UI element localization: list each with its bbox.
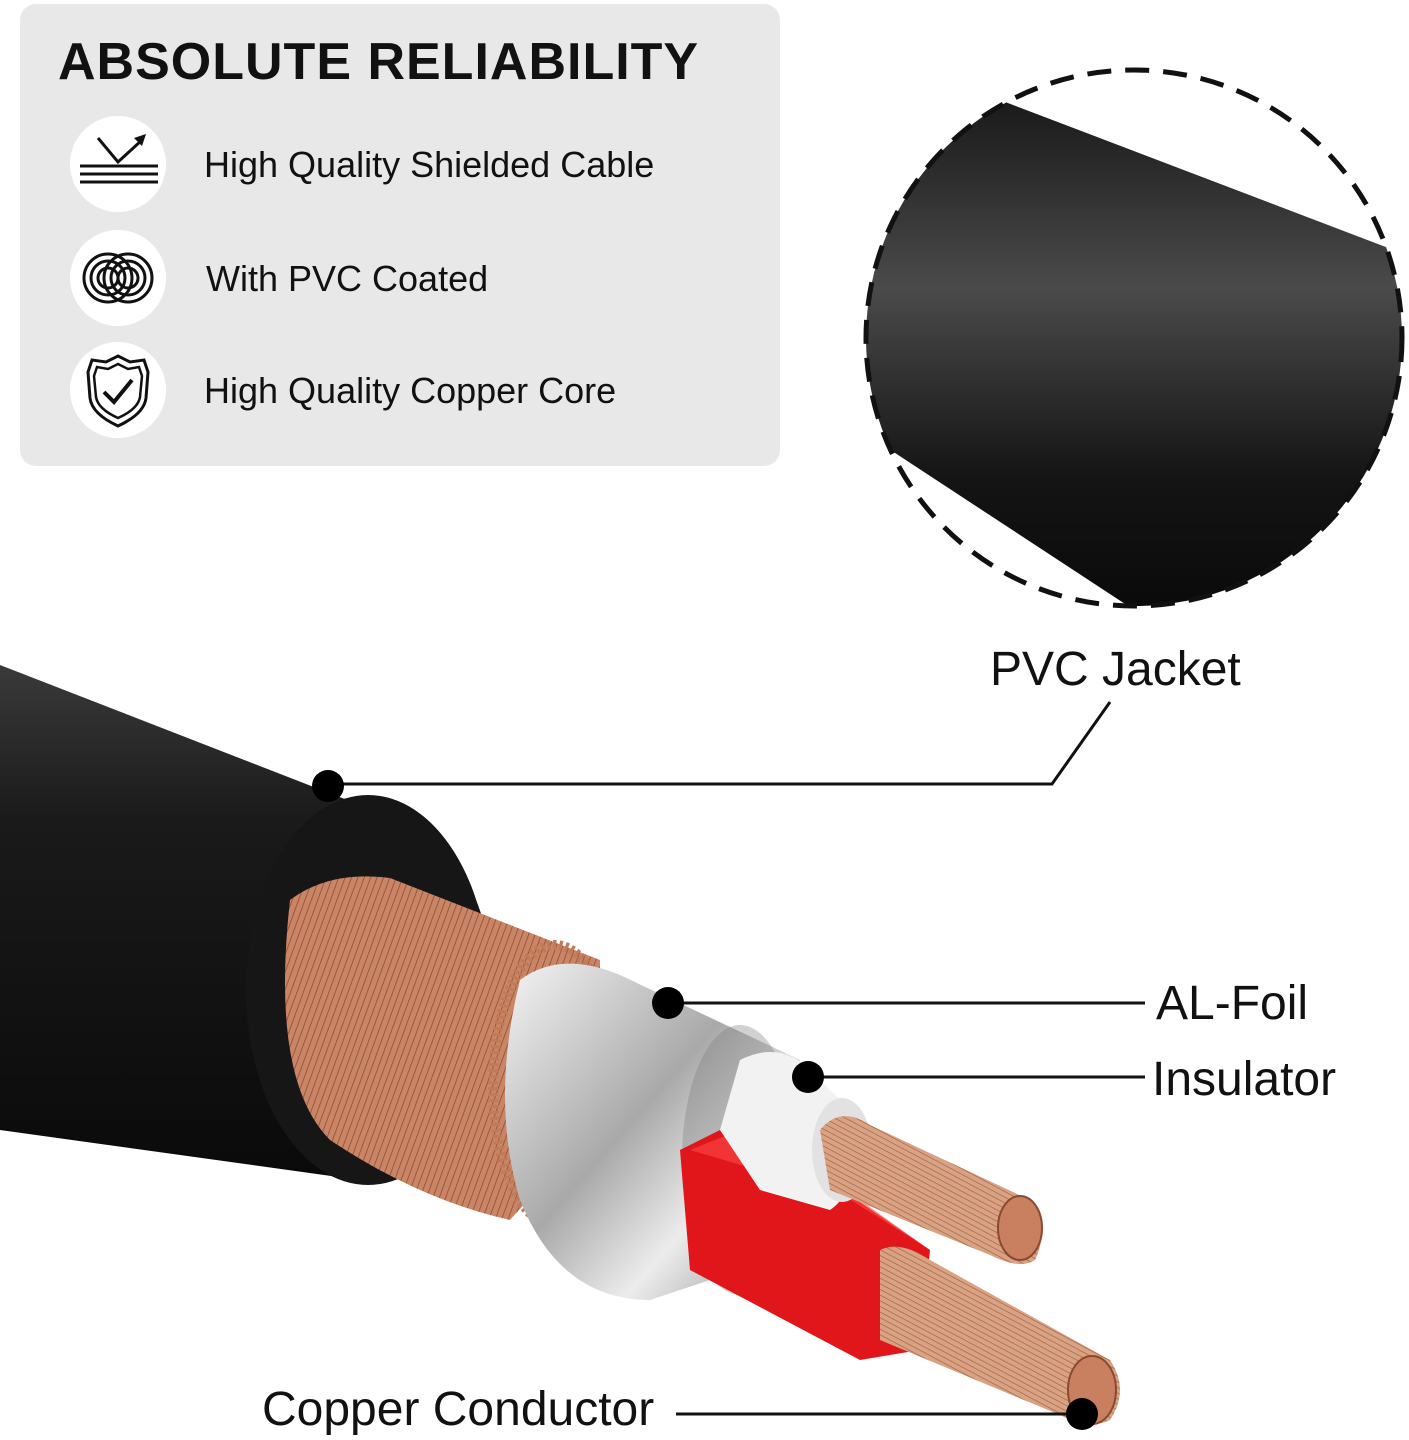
feature-pvc-coated: With PVC Coated [70,230,770,326]
al-foil-dot [652,987,684,1019]
label-insulator: Insulator [1152,1053,1337,1106]
shielded-cable-icon [70,116,166,212]
feature-text: High Quality Shielded Cable [204,144,655,185]
pvc-jacket-dot [312,770,344,802]
label-pvc-jacket: PVC Jacket [990,643,1241,696]
copper-core-shield-icon [70,342,166,438]
feature-text: High Quality Copper Core [204,370,617,411]
label-copper-conductor: Copper Conductor [262,1383,655,1436]
insulator-dot [792,1061,824,1093]
label-al-foil: AL-Foil [1156,977,1309,1030]
feature-copper-core: High Quality Copper Core [70,342,770,438]
copper-conductor-red [880,1246,1120,1424]
copper-conductor-dot [1066,1398,1098,1430]
pvc-coated-icon [70,230,166,326]
jacket-zoom-circle [863,67,1405,609]
feature-shielded-cable: High Quality Shielded Cable [70,116,770,212]
pvc-jacket-leader [328,701,1112,786]
red-insulator [680,1120,930,1360]
copper-conductor-white [820,1116,1042,1264]
feature-text: With PVC Coated [206,258,489,299]
features-panel: ABSOLUTE RELIABILITY High Quality Shield… [20,4,780,466]
panel-title: ABSOLUTE RELIABILITY [58,33,700,91]
